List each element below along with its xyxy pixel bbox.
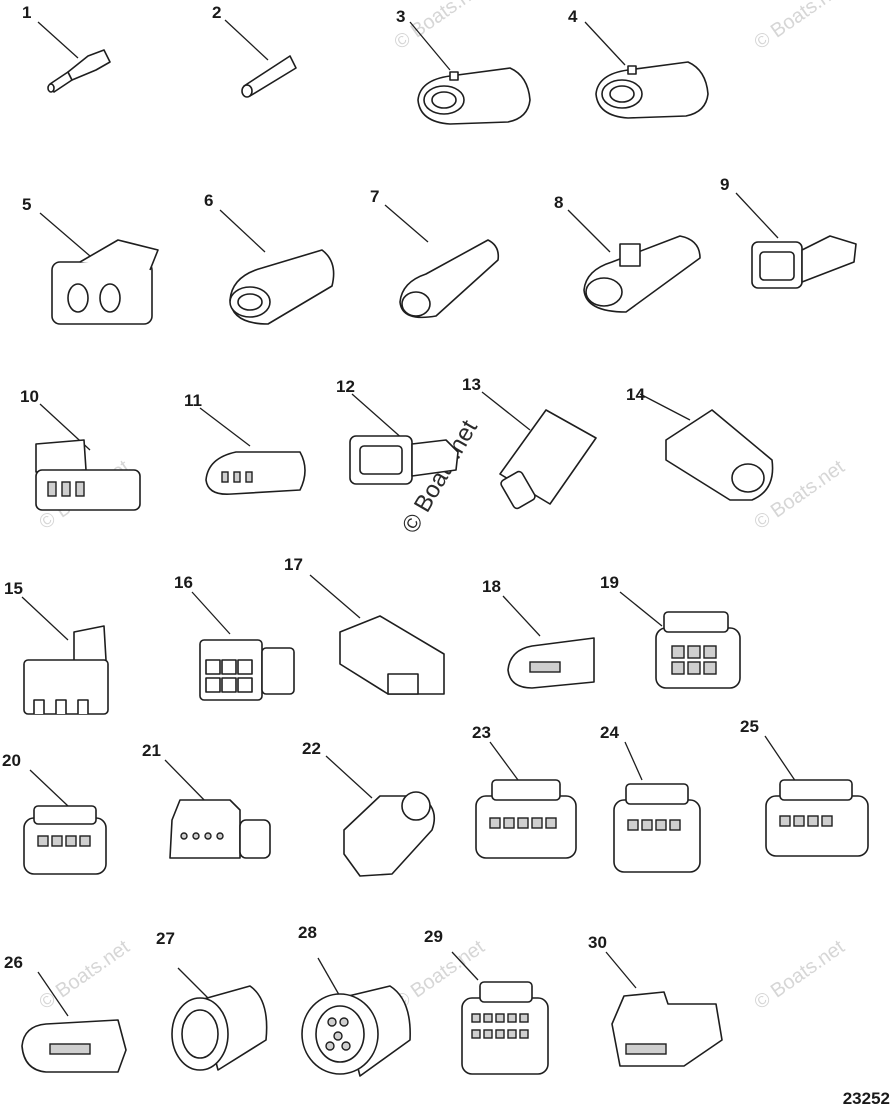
callout-7: 7: [370, 187, 379, 206]
part-8: [567, 209, 701, 313]
callout-5: 5: [22, 195, 31, 214]
callout-20: 20: [2, 751, 21, 770]
callout-13: 13: [462, 375, 481, 394]
part-23: [475, 741, 577, 859]
callout-21: 21: [142, 741, 161, 760]
callout-30: 30: [588, 933, 607, 952]
callout-15: 15: [4, 579, 23, 598]
callout-labels: 1 2 3 4 5 6 7 8 9 10 11 12 13 14 15 16 1…: [2, 3, 759, 972]
part-14: [639, 393, 774, 501]
part-1: [37, 21, 111, 93]
watermark: © Boats.net: [750, 936, 849, 1014]
part-13: [481, 391, 597, 510]
callout-9: 9: [720, 175, 729, 194]
callout-4: 4: [568, 7, 578, 26]
part-20: [23, 769, 107, 875]
callout-26: 26: [4, 953, 23, 972]
part-2: [224, 19, 297, 98]
part-21: [164, 759, 271, 859]
callout-12: 12: [336, 377, 355, 396]
callout-10: 10: [20, 387, 39, 406]
watermark: © Boats.net: [750, 0, 849, 54]
callout-27: 27: [156, 929, 175, 948]
part-7: [384, 204, 500, 319]
callout-19: 19: [600, 573, 619, 592]
callout-25: 25: [740, 717, 759, 736]
part-25: [764, 735, 869, 857]
watermarks: © Boats.net © Boats.net © Boats.net © Bo…: [35, 0, 849, 1014]
callout-29: 29: [424, 927, 443, 946]
part-15: [21, 596, 109, 715]
callout-16: 16: [174, 573, 193, 592]
callout-28: 28: [298, 923, 317, 942]
callout-24: 24: [600, 723, 619, 742]
watermark: © Boats.net: [35, 936, 134, 1014]
figure-id: 23252: [842, 1089, 890, 1108]
callout-8: 8: [554, 193, 563, 212]
callout-18: 18: [482, 577, 501, 596]
part-18: [502, 595, 595, 689]
part-29: [451, 951, 549, 1075]
callout-11: 11: [184, 391, 202, 410]
callout-1: 1: [22, 3, 31, 22]
callout-3: 3: [396, 7, 405, 26]
part-11: [199, 407, 306, 496]
callout-17: 17: [284, 555, 303, 574]
part-30: [605, 951, 723, 1067]
callout-6: 6: [204, 191, 213, 210]
part-22: [325, 755, 436, 877]
callout-2: 2: [212, 3, 221, 22]
callout-22: 22: [302, 739, 321, 758]
part-4: [584, 21, 709, 119]
part-26: [21, 971, 127, 1073]
part-27: [171, 967, 268, 1071]
part-28: [301, 957, 411, 1077]
part-12: [349, 393, 459, 485]
part-3: [409, 21, 531, 125]
part-5: [39, 212, 159, 325]
part-6: [219, 209, 335, 325]
part-9: [735, 192, 857, 289]
part-16: [191, 591, 295, 701]
callout-23: 23: [472, 723, 491, 742]
part-10: [35, 403, 141, 511]
part-19: [619, 591, 741, 689]
part-24: [613, 741, 701, 873]
callout-14: 14: [626, 385, 645, 404]
part-17: [309, 574, 445, 695]
